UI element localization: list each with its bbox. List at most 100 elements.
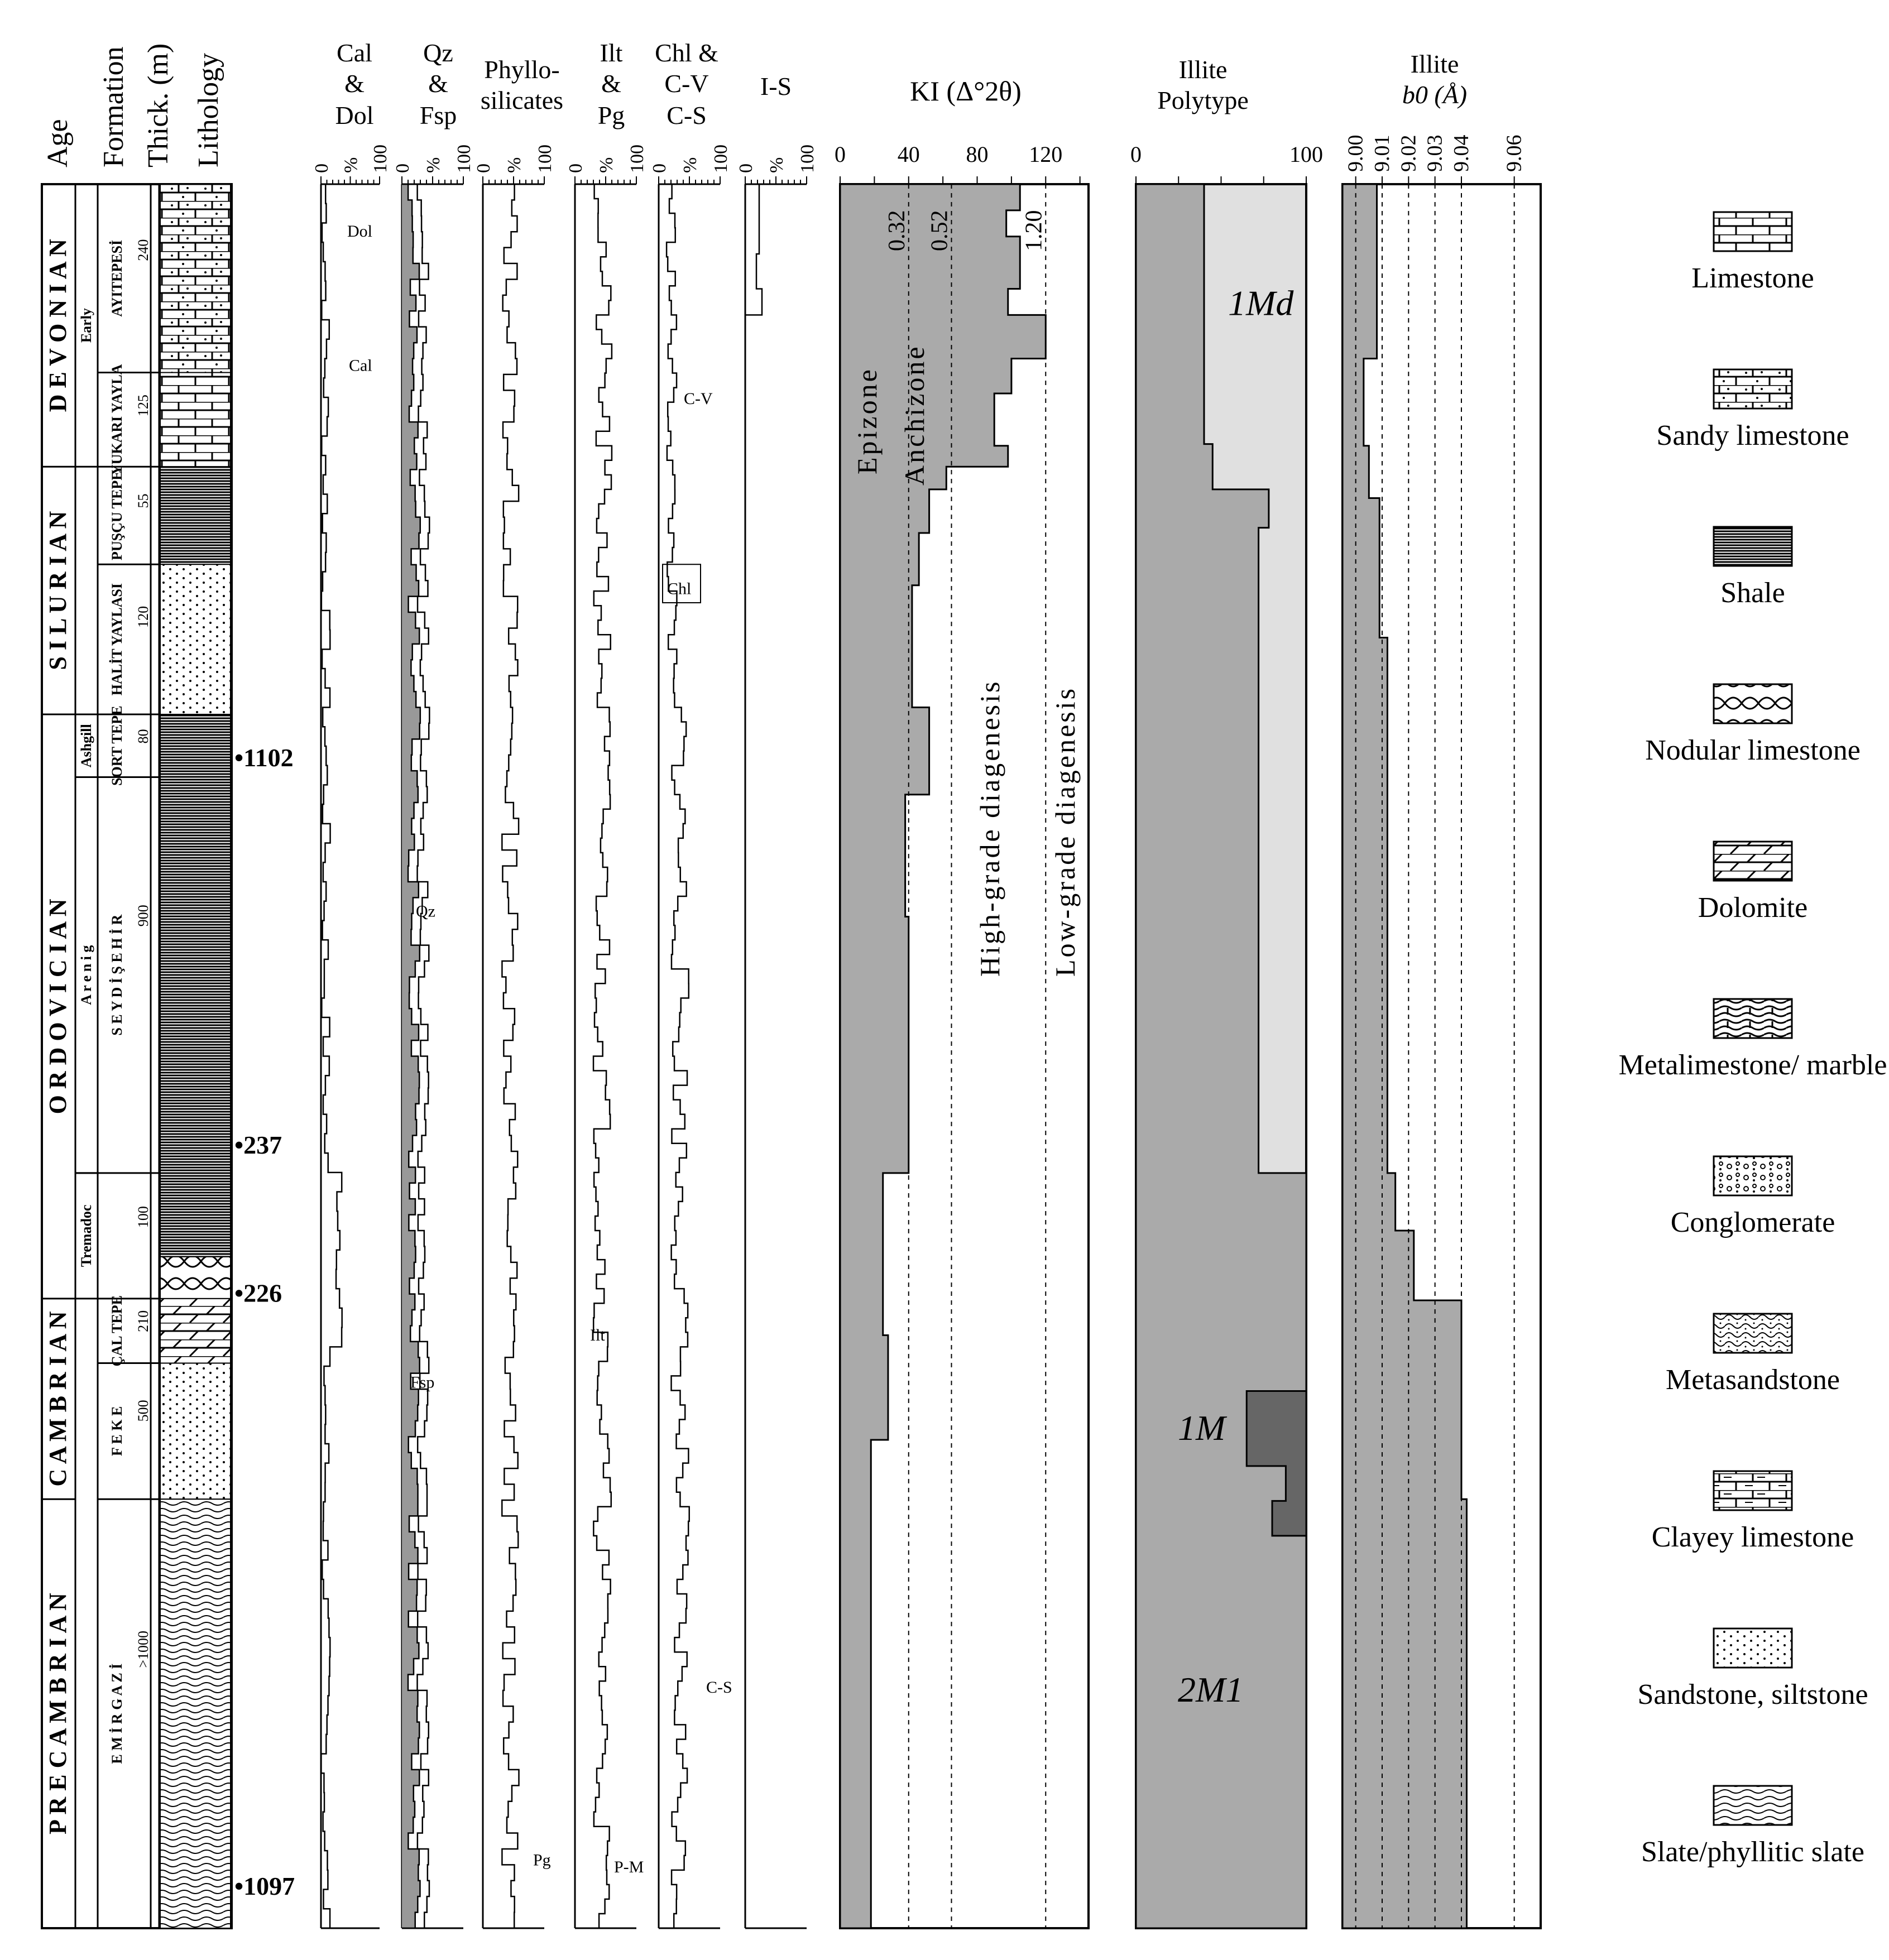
formation-name: SORT TEPE [109,706,125,786]
ki-tick-label: 40 [898,142,920,167]
lithology-bed [160,714,231,1174]
is-trace [745,183,763,316]
tick-label: 100 [535,145,555,173]
formation-name: E M İ R G A Z İ [109,1664,125,1764]
tick-label: 0 [649,164,670,173]
header-formation: Formation [98,46,130,167]
formation-thickness: 125 [135,395,151,416]
formation-thickness: 100 [135,1206,151,1228]
legend-label: Metalimestone/ marble [1619,1049,1887,1081]
label-cs: C-S [706,1678,732,1697]
b0-tick-label: 9.00 [1344,135,1368,172]
phyllo-trace [483,183,520,1929]
header-b0-2: b0 (Å) [1402,80,1467,109]
legend-label: Clayey limestone [1652,1521,1854,1553]
stratigraphic-column: D E V O N I A NS I L U R I A NO R D O V … [41,183,295,1929]
header-chl-3: C-S [667,101,707,129]
legend-swatch-metasand [1713,1313,1793,1354]
zone-label: Low-grade diagenesis [1049,686,1081,977]
header-chl-2: C-V [664,69,708,98]
polytype-tick-label: 100 [1289,142,1323,167]
lithology-bed [160,1172,231,1257]
header-b0: Illite b0 (Å) [1402,50,1467,109]
legend-swatch-nodular [1713,683,1793,724]
polytype-label-1m: 1M [1178,1408,1228,1448]
sample-label: •226 [234,1279,282,1308]
b0-tick-label: 9.06 [1503,135,1526,172]
cal-trace [320,183,343,1929]
formation-thickness: 500 [135,1400,151,1421]
mineral-column-chl: 0%100 [649,145,731,1929]
legend-swatch-sandy [1713,368,1793,410]
b0-area [1341,183,1468,1929]
formation-thickness: 80 [135,729,151,743]
qz-trace [402,183,421,1929]
ki-boundary-value: 0.52 [927,210,952,252]
legend-label: Sandstone, siltstone [1637,1679,1868,1711]
tick-label: 100 [797,145,818,173]
formation-name: HALİT YAYLASI [109,583,125,695]
series-label: Tremadoc [78,1205,94,1267]
header-qz: Qz [423,39,453,67]
tick-label: % [766,157,787,173]
formation-name: ÇAL TEPE [109,1295,125,1366]
header-fsp: Fsp [420,101,457,129]
tick-label: % [504,157,525,173]
label-ilt: Ilt [590,1326,605,1344]
sample-label: •1097 [234,1872,295,1900]
header-amp: & [601,69,621,98]
mineral-column-cal-dol: 0%100 [311,145,391,1929]
ilt-trace [575,183,613,1929]
legend-swatch-conglom [1713,1155,1793,1197]
legend-label: Metasandstone [1666,1364,1840,1396]
lithology-bed [160,466,231,565]
header-dol: Dol [335,101,374,129]
polytype-1m-area [1245,1390,1307,1537]
legend-swatch-clayey [1713,1470,1793,1511]
chl-box [662,564,701,603]
header-chl-1: Chl & [655,39,718,67]
ki-boundary-value: 1.20 [1021,210,1047,252]
header-chl: Chl & C-V C-S [655,39,718,129]
header-cal-dol: Cal & Dol [335,39,374,129]
tick-label: 0 [473,164,494,173]
formation-name: AYITEPESİ [109,240,125,317]
legend-label: Limestone [1691,262,1814,294]
label-cv: C-V [684,390,713,408]
legend-swatch-sandstone [1713,1627,1793,1669]
label-chl: Chl [667,579,691,598]
legend-label: Conglomerate [1671,1207,1835,1238]
tick-label: 100 [454,145,474,173]
formation-name: YUKARI YAYLA [109,364,125,475]
zone-label: Epizone [851,367,883,474]
tick-label: 100 [627,145,648,173]
lithology-bed [160,564,231,715]
formation-thickness: >1000 [135,1631,151,1668]
formation-thickness: 900 [135,905,151,926]
tick-label: 100 [370,145,391,173]
polytype-label-1md: 1Md [1228,283,1294,323]
system-label: P R E C A M B R I A N [44,1593,71,1834]
header-qz-fsp: Qz & Fsp [420,39,457,129]
sample-label: •1102 [234,743,294,772]
lithology-bed [160,1298,231,1364]
mineral-column-ilt-pg: 0%100 [565,145,648,1929]
header-amp: & [428,69,448,98]
series-label: A r e n i g [78,945,94,1005]
label-pg: Pg [533,1851,551,1870]
header-pg: Pg [598,101,625,129]
legend-label: Dolomite [1698,892,1808,924]
label-cal: Cal [349,356,372,374]
ki-boundary-value: 0.32 [884,210,910,252]
tick-label: 0 [565,164,586,173]
formation-thickness: 120 [135,606,151,628]
tick-label: 0 [311,164,332,173]
chl-trace [659,183,690,1929]
mineral-column-is: 0%100 [736,145,818,1929]
header-age: Age [42,119,74,167]
fsp-trace [402,183,430,1929]
header-polytype-2: Polytype [1157,86,1249,114]
series-label: Ashgill [78,724,94,767]
